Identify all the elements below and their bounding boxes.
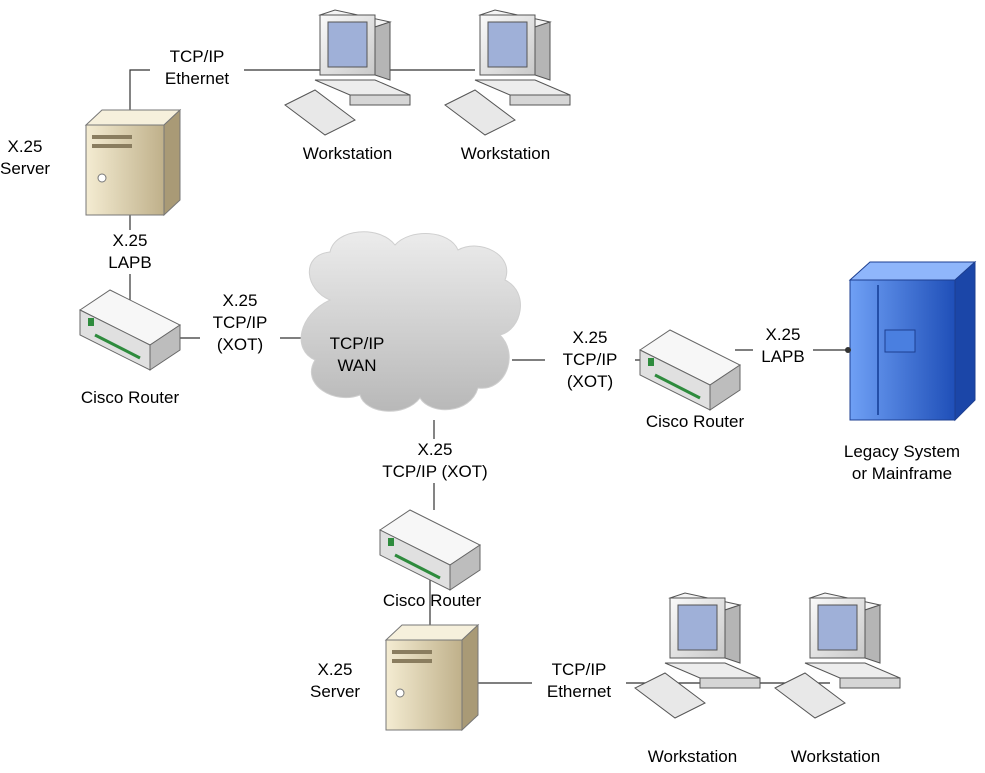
server-bottom-label: X.25 Server [310,660,361,701]
server-top-link-label: X.25 LAPB [95,230,165,274]
mainframe [845,260,977,422]
server-bottom [384,623,480,732]
router-left [79,289,181,371]
router-right-link-label: X.25 TCP/IP (XOT) [545,327,635,393]
mainframe-label: Legacy System or Mainframe [843,442,961,483]
workstation-4 [774,592,901,719]
workstation-2 [444,9,571,136]
bottom-link-label: TCP/IP Ethernet [532,659,626,703]
workstation-1 [284,9,411,136]
workstation-1-label: Workstation [302,144,393,163]
cloud-label: TCP/IP WAN [329,334,385,375]
workstation-3-label: Workstation [647,747,738,766]
server-top-label: X.25 Server [0,137,51,178]
router-bottom [379,509,481,591]
router-bottom-label: Cisco Router [382,591,482,610]
router-left-link-label: X.25 TCP/IP (XOT) [200,290,280,356]
router-bottom-link-label: X.25 TCP/IP (XOT) [365,439,505,483]
workstation-3 [634,592,761,719]
server-top [84,108,182,217]
router-left-label: Cisco Router [80,388,180,407]
mainframe-link-label: X.25 LAPB [753,324,813,368]
wan-cloud [300,231,521,412]
router-right-label: Cisco Router [645,412,745,431]
router-right [639,329,741,411]
workstation-4-label: Workstation [790,747,881,766]
workstation-2-label: Workstation [460,144,551,163]
top-link-label: TCP/IP Ethernet [150,46,244,90]
